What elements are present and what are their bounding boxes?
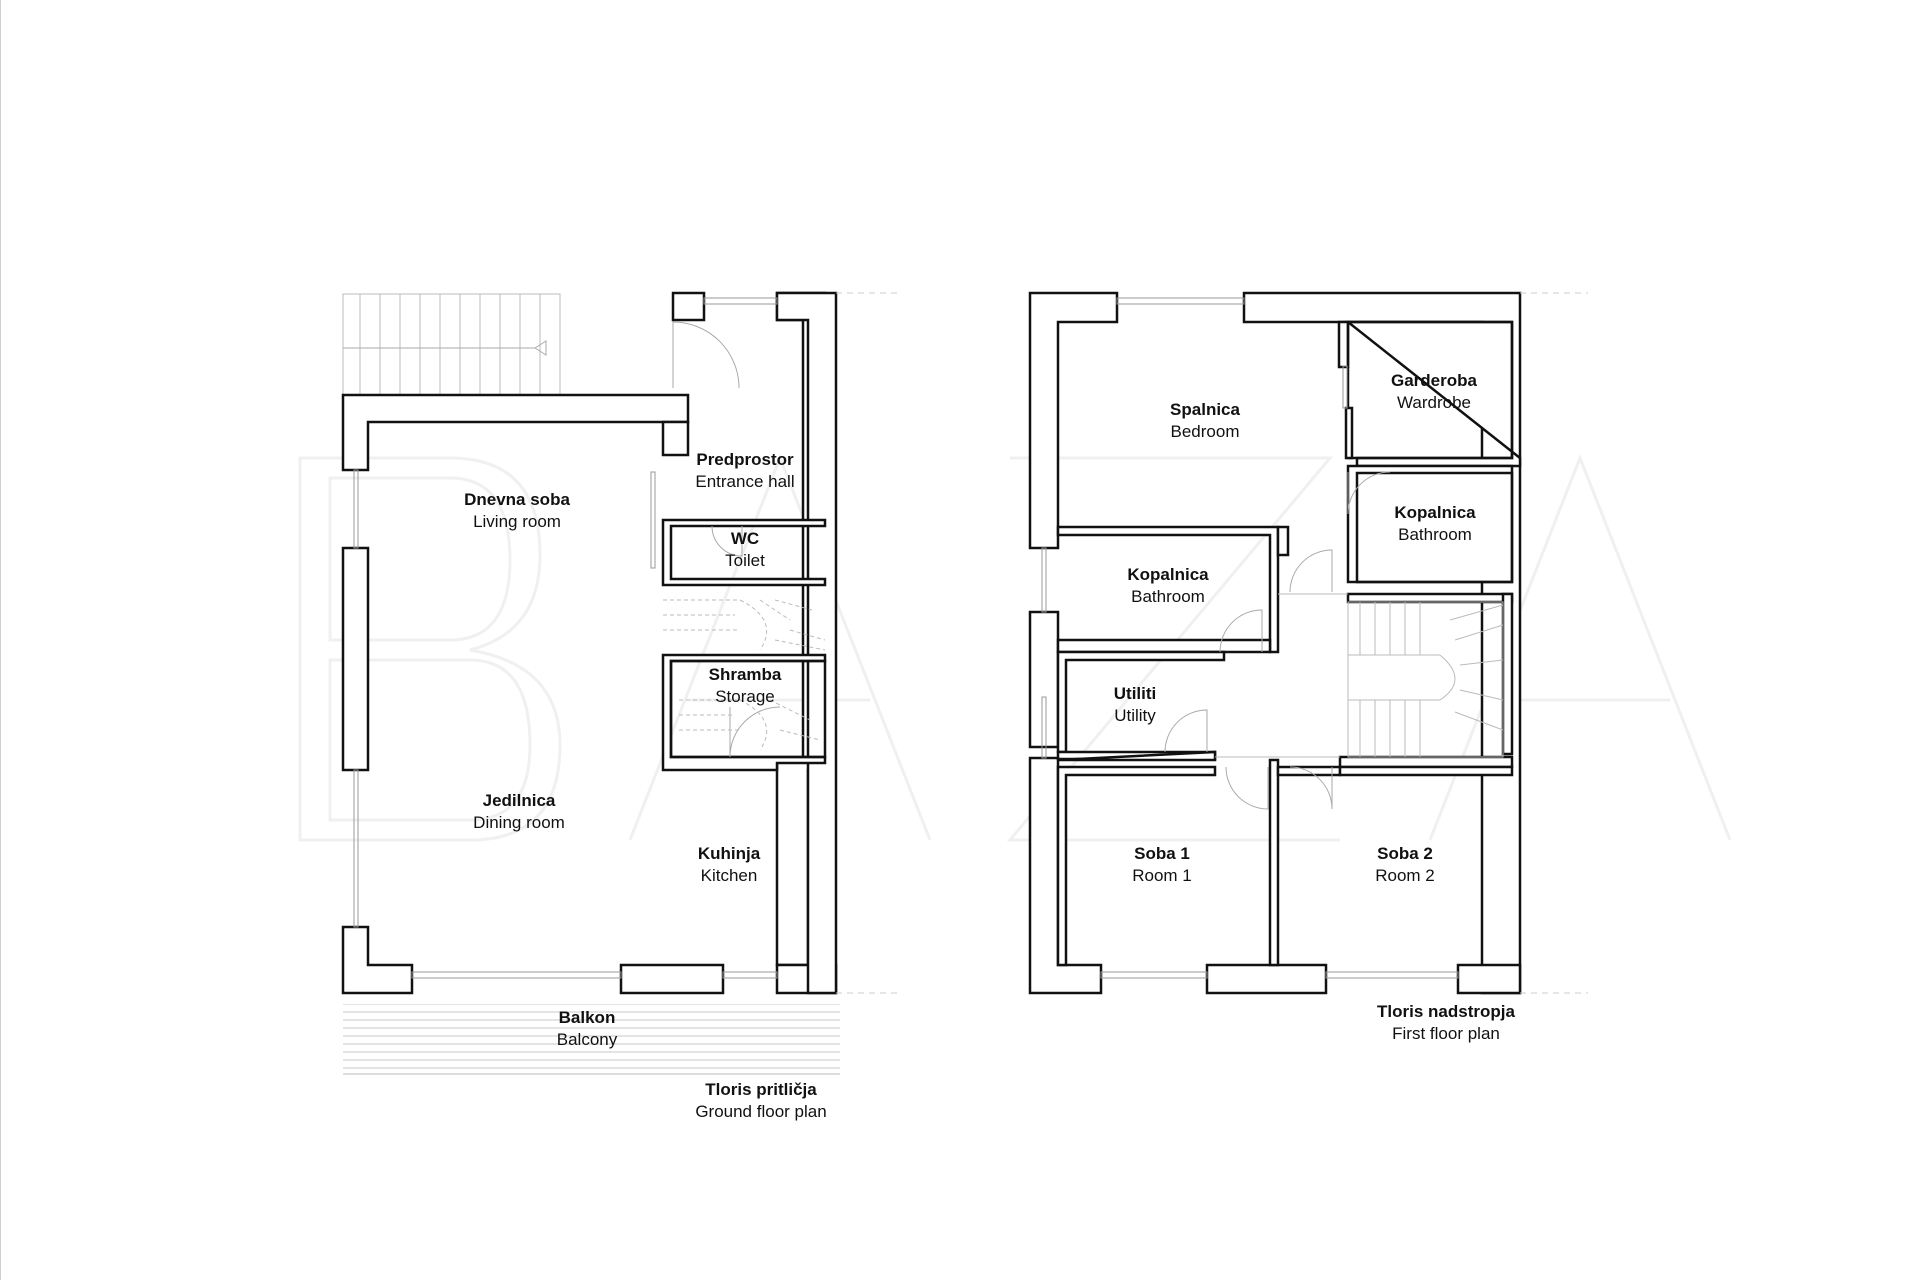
ground-floor-guide-lines bbox=[836, 292, 900, 994]
entrance-stair bbox=[342, 293, 561, 396]
first-floor-windows bbox=[1041, 297, 1459, 979]
first-floor-hall-lines bbox=[1215, 593, 1348, 758]
first-floor-plan bbox=[1028, 291, 1588, 995]
first-floor-guide-lines bbox=[1520, 292, 1588, 994]
room-label-bathroom-east: Kopalnica Bathroom bbox=[1394, 503, 1476, 544]
room-label-utility: Utiliti Utility bbox=[1113, 684, 1157, 725]
room-label-entrance-hall: Predprostor Entrance hall bbox=[695, 450, 795, 491]
first-floor-doors bbox=[1164, 471, 1391, 810]
balcony-deck bbox=[343, 1004, 840, 1075]
plan-title-first-floor: Tloris nadstropja First floor plan bbox=[1377, 1002, 1515, 1043]
plan-title-ground-floor: Tloris pritličja Ground floor plan bbox=[695, 1080, 827, 1121]
room-label-room-2: Soba 2 Room 2 bbox=[1375, 844, 1435, 885]
ground-floor-windows bbox=[353, 297, 778, 979]
first-floor-stair bbox=[1347, 601, 1504, 758]
interior-stair bbox=[663, 599, 826, 751]
room-label-wc: WC Toilet bbox=[725, 529, 765, 570]
room-label-balcony: Balkon Balcony bbox=[556, 1008, 618, 1049]
room-label-storage: Shramba Storage bbox=[708, 665, 782, 706]
room-label-room-1: Soba 1 Room 1 bbox=[1132, 844, 1192, 885]
room-label-living-room: Dnevna soba Living room bbox=[464, 490, 570, 531]
room-label-dining-room: Jedilnica Dining room bbox=[473, 791, 565, 832]
ground-floor-walls bbox=[341, 291, 838, 995]
page-edge-line bbox=[0, 0, 1, 1280]
room-label-kitchen: Kuhinja Kitchen bbox=[697, 844, 761, 885]
room-label-bedroom: Spalnica Bedroom bbox=[1170, 400, 1240, 441]
first-floor-walls bbox=[1028, 291, 1522, 995]
ground-floor-plan bbox=[341, 291, 900, 1075]
room-label-bathroom-west: Kopalnica Bathroom bbox=[1127, 565, 1209, 606]
room-label-wardrobe: Garderoba Wardrobe bbox=[1391, 371, 1477, 412]
